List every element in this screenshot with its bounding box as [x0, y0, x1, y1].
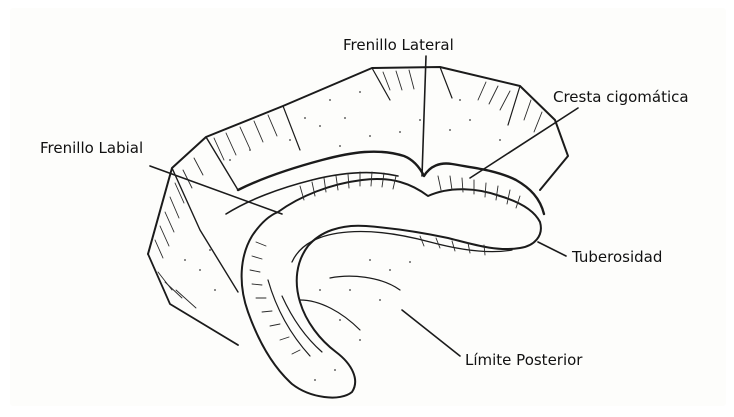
leader-frenillo-labial	[150, 166, 282, 214]
label-limite-posterior: Límite Posterior	[465, 353, 582, 368]
leader-frenillo-lateral	[422, 56, 426, 176]
ridge-hatching	[250, 172, 520, 354]
label-tuberosidad: Tuberosidad	[572, 250, 662, 265]
leader-cresta-cigomatica	[470, 108, 578, 178]
leader-lines	[150, 56, 578, 356]
leader-limite-posterior	[402, 310, 460, 356]
label-frenillo-labial: Frenillo Labial	[40, 141, 143, 156]
stippling	[184, 91, 501, 381]
cast-base	[148, 67, 568, 345]
leader-tuberosidad	[538, 242, 566, 256]
label-cresta-cigomatica: Cresta cigomática	[553, 90, 689, 105]
label-frenillo-lateral: Frenillo Lateral	[343, 38, 454, 53]
